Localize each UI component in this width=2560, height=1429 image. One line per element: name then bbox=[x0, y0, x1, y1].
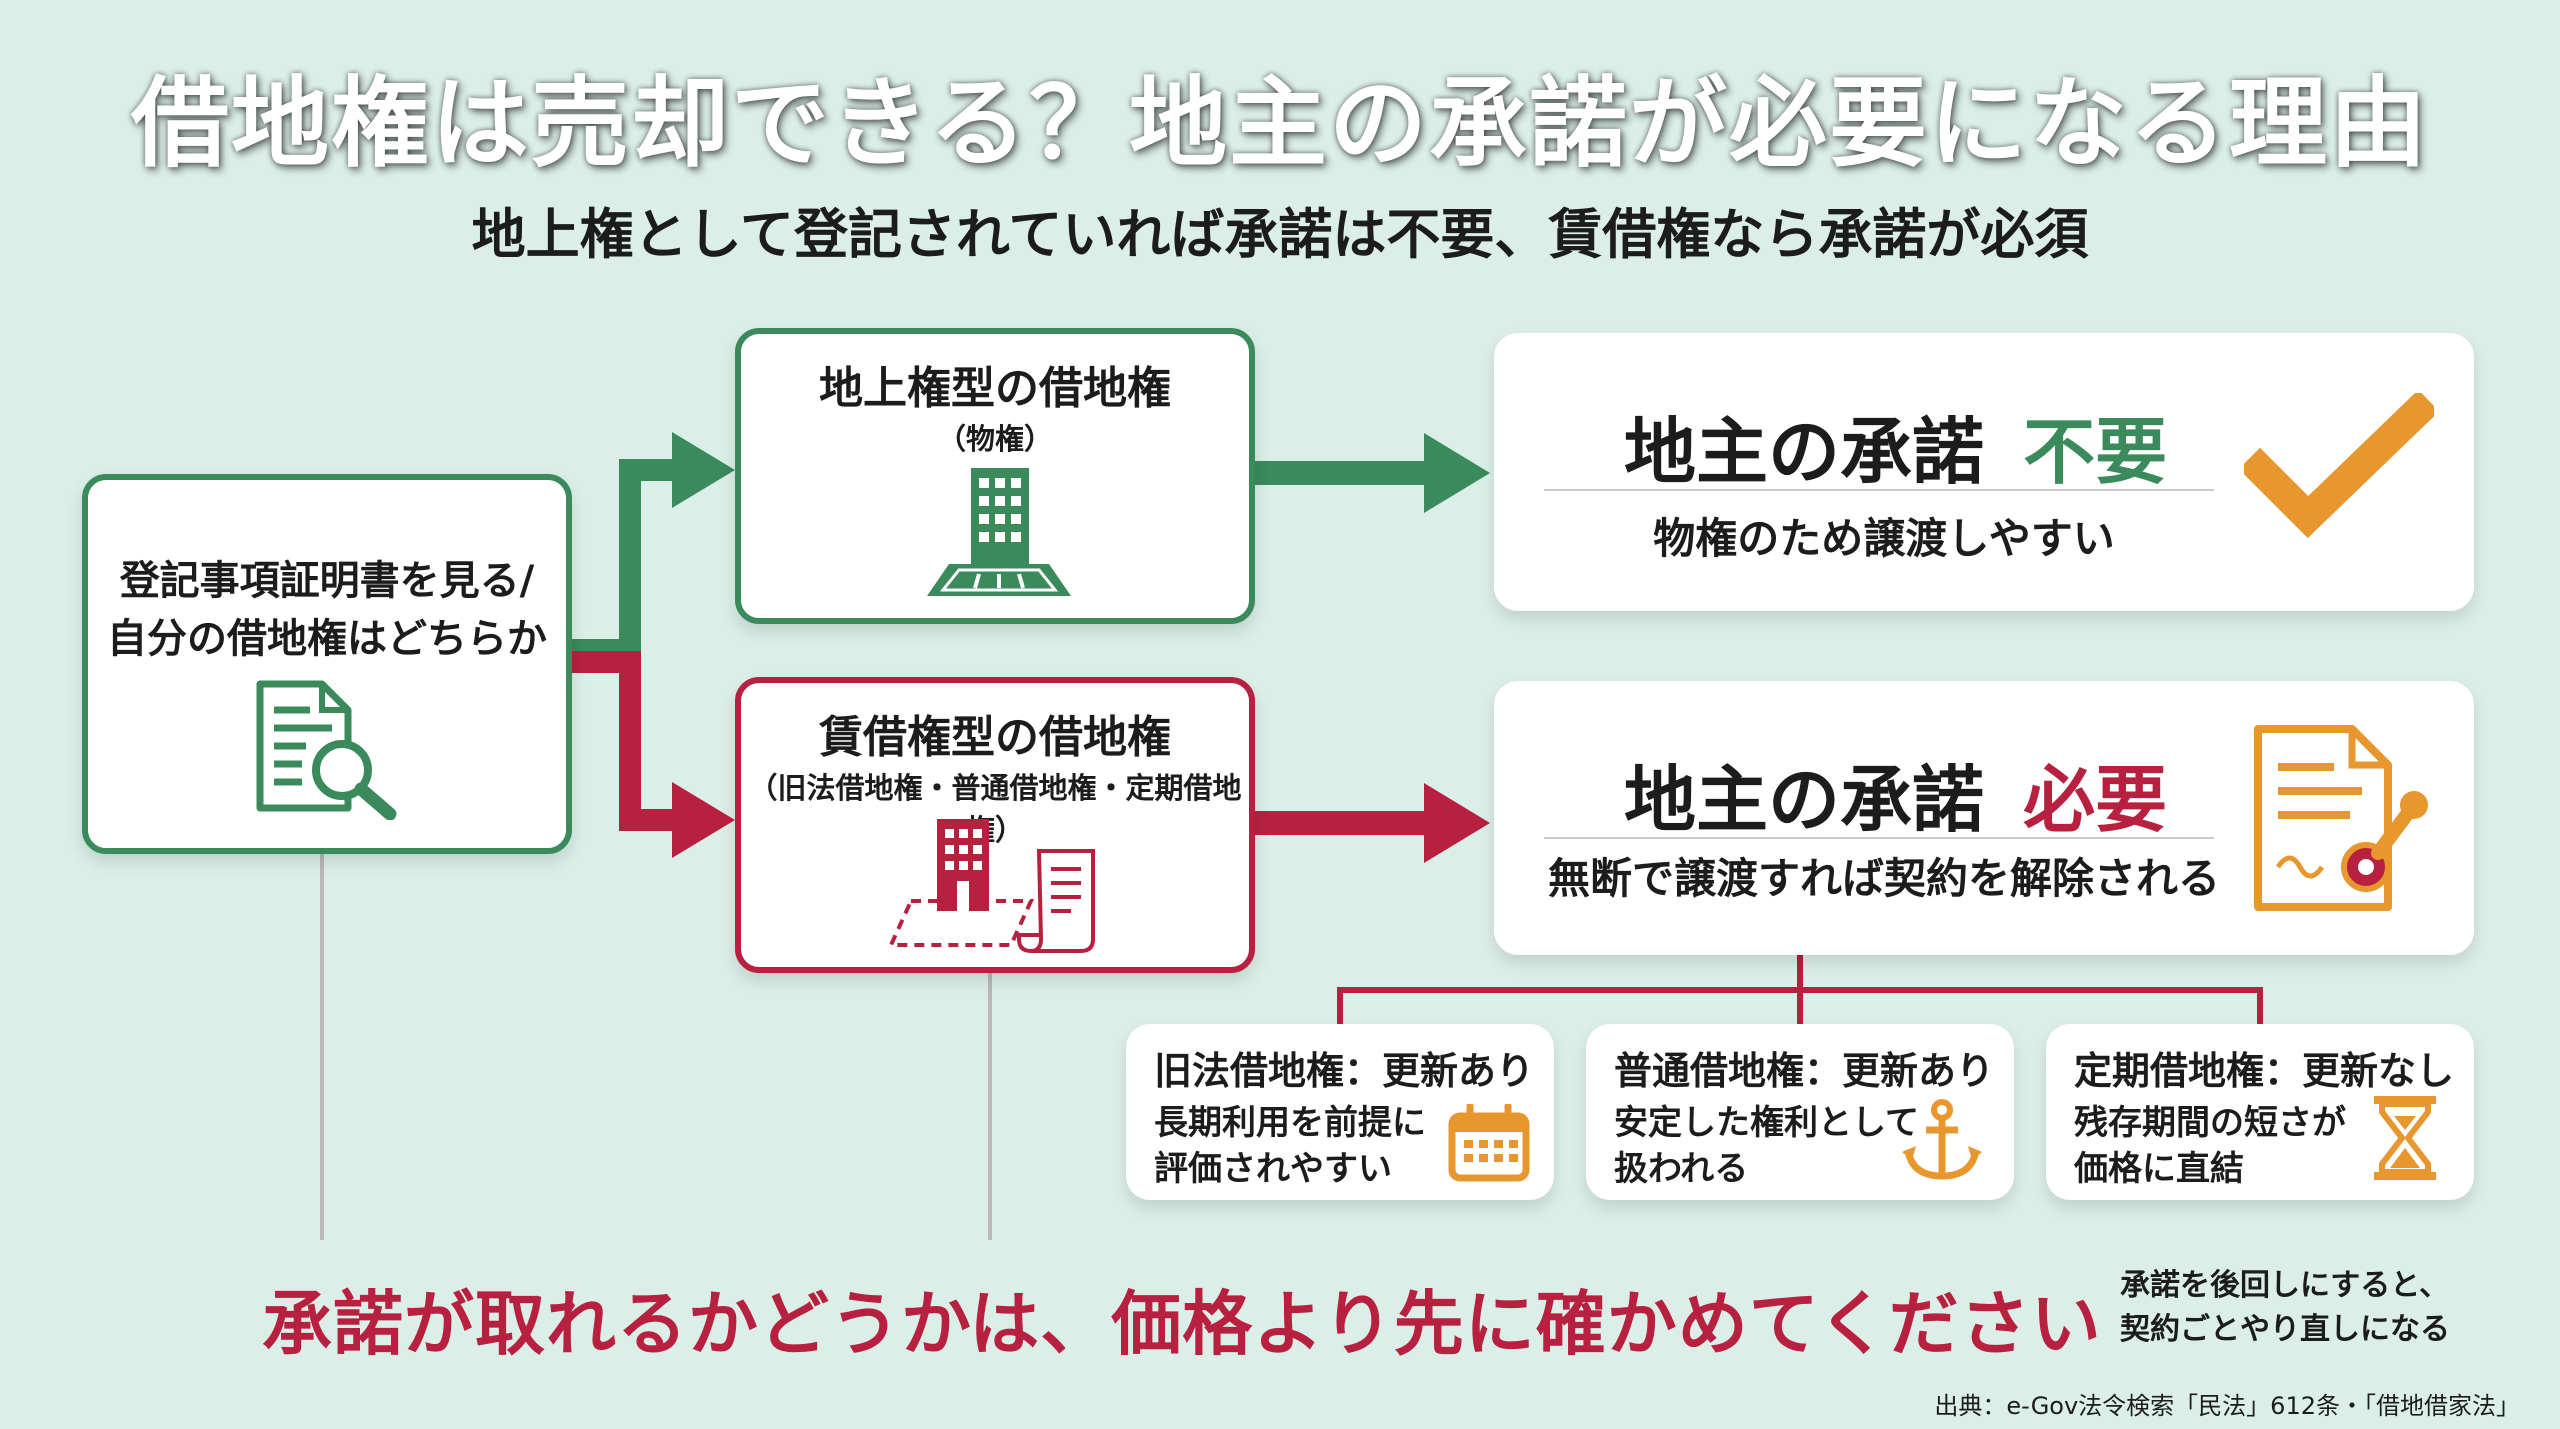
arrow-type-a-to-result-a bbox=[1249, 461, 1429, 485]
source-citation: 出典：e-Gov法令検索「民法」612条・「借地借家法」 bbox=[1934, 1392, 2520, 1420]
subtype-2-description: 安定した権利として 扱われる bbox=[1614, 1100, 1919, 1192]
arrow-start-to-type-a bbox=[566, 459, 680, 661]
result-a-divider bbox=[1544, 489, 2214, 491]
arrow-head-type-b bbox=[672, 782, 735, 858]
start-text: 登記事項証明書を見る/ 自分の借地権はどちらか bbox=[88, 552, 566, 668]
type-b-box: 賃借権型の借地権 （旧法借地権・普通借地権・定期借地権） bbox=[735, 677, 1255, 973]
result-a-status: 不要 bbox=[2023, 410, 2168, 494]
arrow-head-result-a bbox=[1424, 433, 1490, 513]
subtype-2-title: 普通借地権：更新あり bbox=[1614, 1049, 1995, 1093]
start-box: 登記事項証明書を見る/ 自分の借地権はどちらか bbox=[82, 474, 572, 854]
type-b-title: 賃借権型の借地権 bbox=[819, 712, 1171, 763]
subtype-1-title: 旧法借地権：更新あり bbox=[1154, 1049, 1535, 1093]
start-text-line2: 自分の借地権はどちらか bbox=[107, 616, 547, 662]
arrow-start-to-type-b bbox=[566, 651, 680, 831]
conclusion-text: 承諾が取れるかどうかは、価格より先に確かめてください bbox=[262, 1283, 2102, 1365]
document-search-icon bbox=[256, 680, 397, 820]
subtype-card-3: 定期借地権：更新なし 残存期間の短さが 価格に直結 bbox=[2046, 1024, 2474, 1200]
calendar-icon bbox=[1448, 1104, 1530, 1182]
subtype-1-line1: 長期利用を前提に bbox=[1154, 1103, 1426, 1143]
checkmark-icon bbox=[2244, 393, 2434, 539]
subtype-3-description: 残存期間の短さが 価格に直結 bbox=[2074, 1100, 2346, 1192]
result-a-heading: 地主の承諾 不要 bbox=[1624, 393, 2167, 498]
building-with-contract-icon bbox=[887, 819, 1095, 953]
result-b-description: 無断で譲渡すれば契約を解除される bbox=[1547, 854, 2220, 903]
subtype-card-1: 旧法借地権：更新あり 長期利用を前提に 評価されやすい bbox=[1126, 1024, 1554, 1200]
result-b-status: 必要 bbox=[2023, 758, 2168, 842]
type-a-title: 地上権型の借地権 bbox=[819, 363, 1171, 414]
note-line1: 承諾を後回しにすると、 bbox=[2120, 1268, 2450, 1303]
building-icon bbox=[927, 468, 1071, 596]
start-text-line1: 登記事項証明書を見る/ bbox=[119, 558, 535, 604]
result-b-head-text: 地主の承諾 bbox=[1624, 758, 1985, 842]
hourglass-icon bbox=[2374, 1096, 2436, 1180]
result-b-box: 地主の承諾 必要 無断で譲渡すれば契約を解除される bbox=[1494, 681, 2474, 955]
type-b-subtitle: （旧法借地権・普通借地権・定期借地権） bbox=[748, 771, 1242, 847]
type-a-box: 地上権型の借地権 （物権） bbox=[735, 328, 1255, 624]
arrow-head-type-a bbox=[672, 432, 735, 508]
subtype-1-description: 長期利用を前提に 評価されやすい bbox=[1154, 1100, 1426, 1192]
result-a-box: 地主の承諾 不要 物権のため譲渡しやすい bbox=[1494, 333, 2474, 611]
arrow-head-result-b bbox=[1424, 783, 1490, 863]
note-text: 承諾を後回しにすると、 契約ごとやり直しになる bbox=[2120, 1264, 2450, 1352]
arrow-type-b-to-result-b bbox=[1249, 811, 1429, 835]
type-a-subtitle: （物権） bbox=[936, 422, 1053, 456]
subtype-3-title: 定期借地権：更新なし bbox=[2074, 1049, 2455, 1093]
result-b-heading: 地主の承諾 必要 bbox=[1624, 741, 2167, 846]
page-subtitle: 地上権として登記されていれば承諾は不要、賃借権なら承諾が必須 bbox=[471, 203, 2089, 266]
contract-seal-icon bbox=[2254, 725, 2428, 911]
subtype-3-line2: 価格に直結 bbox=[2074, 1149, 2244, 1189]
note-line2: 契約ごとやり直しになる bbox=[2120, 1312, 2450, 1347]
anchor-icon bbox=[1902, 1099, 1982, 1180]
page-title: 借地権は売却できる？地主の承諾が必要になる理由 bbox=[130, 67, 2430, 181]
result-b-divider bbox=[1544, 837, 2214, 839]
result-a-description: 物権のため譲渡しやすい bbox=[1653, 514, 2115, 563]
result-a-head-text: 地主の承諾 bbox=[1624, 410, 1985, 494]
subtype-card-2: 普通借地権：更新あり 安定した権利として 扱われる bbox=[1586, 1024, 2014, 1200]
subtype-2-line2: 扱われる bbox=[1614, 1149, 1749, 1189]
subtype-2-line1: 安定した権利として bbox=[1614, 1103, 1919, 1143]
subtype-3-line1: 残存期間の短さが bbox=[2074, 1103, 2346, 1143]
subtype-1-line2: 評価されやすい bbox=[1154, 1149, 1392, 1189]
